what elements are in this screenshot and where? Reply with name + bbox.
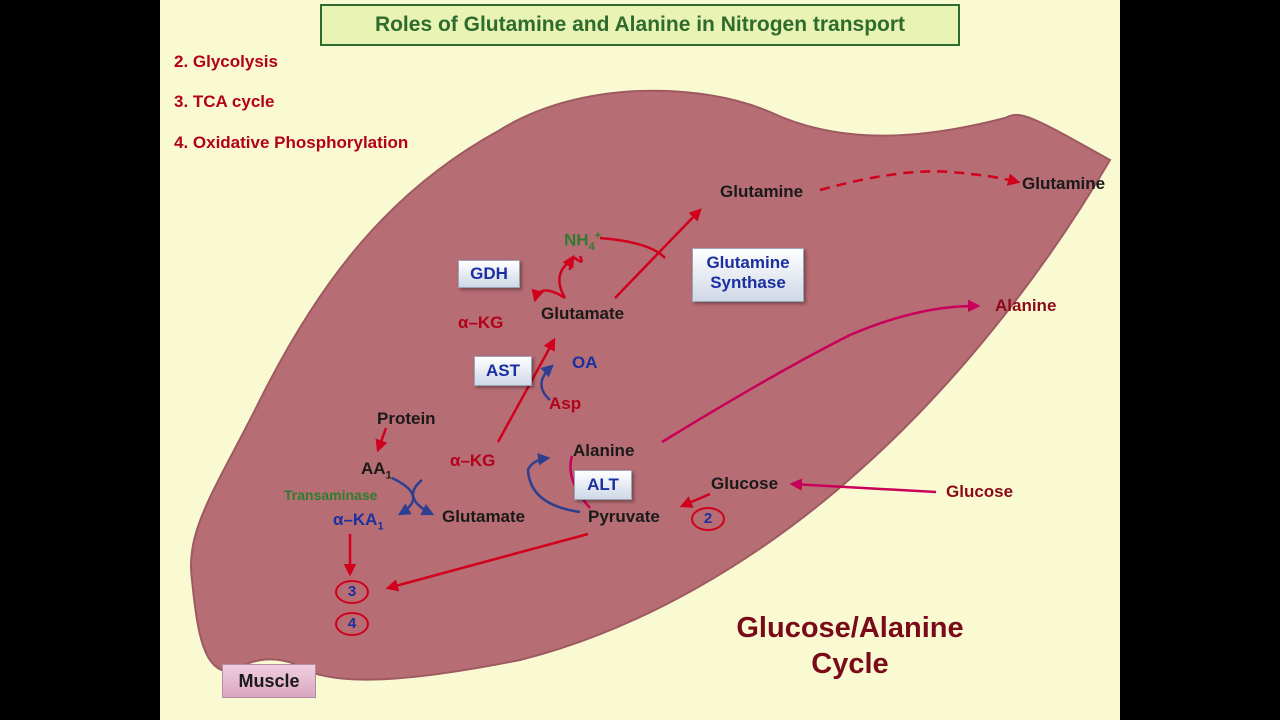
cycle-label-line2: Cycle <box>811 648 889 680</box>
label-glucose-in: Glucose <box>711 474 779 493</box>
arrow-alt-curve <box>526 453 581 514</box>
arrow-glutamate-to-glutamine <box>614 208 702 299</box>
arrow-nh4-join <box>599 236 666 259</box>
enzyme-glutamine-synthase: Glutamine Synthase <box>692 248 804 302</box>
label-akg-top: α–KG <box>458 313 504 332</box>
arrow-transaminase-right <box>411 479 435 516</box>
arrow-glutamine-export <box>819 170 1021 192</box>
marker-circle-3: 3 <box>335 580 369 604</box>
arrow-protein-to-aa1 <box>375 427 388 453</box>
label-oa: OA <box>572 353 598 372</box>
aa1-text: AA <box>361 459 386 478</box>
label-akg-bottom: α–KG <box>450 451 496 470</box>
arrow-akg-to-glutamate <box>496 337 556 443</box>
label-aka1: α–KA1 <box>333 510 384 532</box>
cycle-label-line1: Glucose/Alanine <box>736 612 964 644</box>
aa1-sub: 1 <box>385 469 392 482</box>
tissue-label-muscle: Muscle <box>222 664 316 698</box>
label-glutamine-in: Glutamine <box>720 182 804 201</box>
arrow-gdh-nh4 <box>562 254 575 271</box>
aka1-sub: 1 <box>377 520 384 533</box>
enzyme-gs-line1: Glutamine <box>706 253 790 272</box>
slide-title: Roles of Glutamine and Alanine in Nitrog… <box>320 4 960 46</box>
label-glutamate-top: Glutamate <box>541 304 625 323</box>
marker-circle-2: 2 <box>691 507 725 531</box>
muscle-cell-diagram <box>190 89 1112 681</box>
label-alanine-in: Alanine <box>573 441 635 460</box>
label-nh4: NH4+ <box>564 230 601 253</box>
label-glutamine-out: Glutamine <box>1022 174 1106 193</box>
arrow-pyruvate-to-3 <box>385 532 589 592</box>
marker-circle-4: 4 <box>335 612 369 636</box>
arrow-ast-curve <box>540 364 554 401</box>
nh4-sub: 4 <box>588 241 595 254</box>
label-aa1: AA1 <box>361 459 392 481</box>
label-pyruvate: Pyruvate <box>588 507 660 526</box>
label-alanine-out: Alanine <box>995 296 1057 315</box>
muscle-cell-shape <box>190 89 1112 681</box>
enzyme-ast: AST <box>474 356 532 386</box>
label-glutamate-bottom: Glutamate <box>442 507 526 526</box>
arrow-glucose-to-pyruvate <box>679 492 711 508</box>
nh4-text: NH <box>564 230 589 250</box>
step-oxidative-phosphorylation: 4. Oxidative Phosphorylation <box>174 133 409 152</box>
label-asp: Asp <box>549 394 582 413</box>
label-protein: Protein <box>377 409 436 428</box>
slide: Roles of Glutamine and Alanine in Nitrog… <box>160 0 1120 720</box>
label-transaminase: Transaminase <box>284 487 378 503</box>
label-glucose-out: Glucose <box>946 482 1014 501</box>
step-glycolysis: 2. Glycolysis <box>174 52 278 71</box>
step-tca-cycle: 3. TCA cycle <box>174 92 275 111</box>
enzyme-gdh: GDH <box>458 260 520 288</box>
cycle-label: Glucose/Alanine Cycle <box>680 610 1020 682</box>
nh4-sup: + <box>594 230 602 242</box>
arrow-glucose-import <box>789 478 937 494</box>
arrow-alt-pyruvate <box>569 455 591 509</box>
enzyme-gs-line2: Synthase <box>710 273 786 292</box>
arrow-alanine-export <box>661 299 981 444</box>
enzyme-alt: ALT <box>574 470 632 500</box>
arrow-gdh <box>558 255 583 299</box>
aka1-text: α–KA <box>333 510 378 529</box>
arrow-gdh-to-akg <box>531 288 566 303</box>
